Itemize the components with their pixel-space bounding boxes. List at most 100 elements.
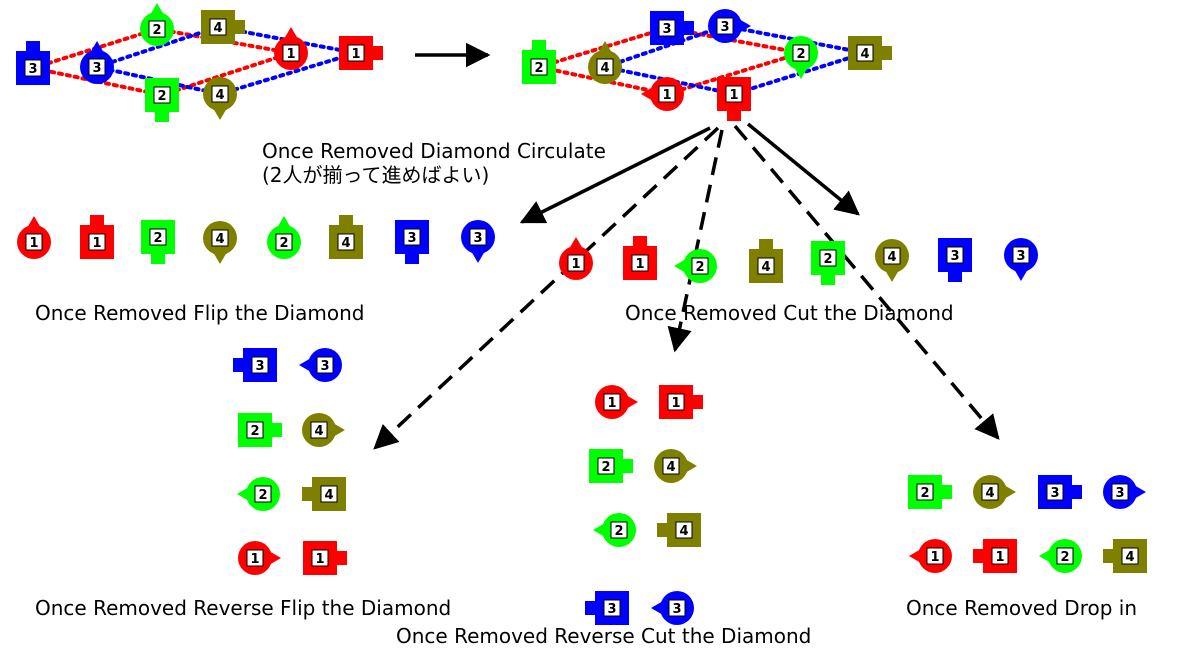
svg-text:2: 2: [157, 89, 166, 104]
svg-text:1: 1: [930, 550, 939, 565]
dancer-circle-1: 1: [641, 77, 684, 111]
dancer-square-2: 2: [238, 413, 282, 447]
dancer-circle-3: 3: [1004, 238, 1038, 281]
dancer-square-1: 1: [303, 541, 347, 575]
label-drop-in: Once Removed Drop in: [906, 596, 1137, 620]
svg-text:1: 1: [286, 47, 295, 62]
dancer-circle-4: 4: [203, 77, 237, 120]
svg-text:2: 2: [1060, 550, 1069, 565]
svg-text:2: 2: [279, 236, 288, 251]
arrow-to-drop-in: [733, 124, 1000, 440]
dancer-circle-2: 2: [237, 477, 280, 511]
svg-text:1: 1: [635, 257, 644, 272]
label-flip-the-diamond: Once Removed Flip the Diamond: [35, 301, 365, 325]
dancer-circle-4: 4: [654, 449, 697, 483]
svg-text:2: 2: [601, 460, 610, 475]
dancer-circle-2: 2: [784, 36, 818, 79]
svg-text:3: 3: [1016, 249, 1025, 264]
svg-text:2: 2: [695, 260, 704, 275]
dancer-circle-3: 3: [80, 41, 114, 84]
dancer-square-4: 4: [657, 513, 701, 547]
dancer-circle-1: 1: [595, 385, 638, 419]
svg-text:3: 3: [607, 602, 616, 617]
dancer-circle-3: 3: [299, 348, 342, 382]
dancer-circle-2: 2: [267, 216, 301, 259]
svg-text:3: 3: [1050, 486, 1059, 501]
dancer-circle-3: 3: [708, 9, 751, 43]
svg-text:3: 3: [407, 231, 416, 246]
arrow-to-flip: [519, 126, 711, 224]
svg-text:2: 2: [250, 424, 259, 439]
dancer-circle-2: 2: [674, 249, 717, 283]
dancer-circle-4: 4: [302, 413, 345, 447]
dancer-circle-1: 1: [274, 27, 308, 70]
svg-text:1: 1: [995, 550, 1004, 565]
svg-text:2: 2: [153, 231, 162, 246]
svg-text:1: 1: [607, 396, 616, 411]
svg-text:1: 1: [351, 47, 360, 62]
svg-text:1: 1: [29, 236, 38, 251]
svg-text:3: 3: [92, 61, 101, 76]
svg-text:3: 3: [320, 359, 329, 374]
dancer-circle-2: 2: [593, 513, 636, 547]
svg-text:4: 4: [666, 460, 675, 475]
svg-text:3: 3: [672, 602, 681, 617]
svg-text:4: 4: [213, 21, 222, 36]
dancer-circle-1: 1: [909, 539, 952, 573]
svg-text:4: 4: [679, 524, 688, 539]
dancer-circle-1: 1: [559, 237, 593, 280]
svg-text:4: 4: [1125, 550, 1134, 565]
svg-text:1: 1: [315, 552, 324, 567]
label-cut-the-diamond: Once Removed Cut the Diamond: [625, 301, 954, 325]
svg-text:1: 1: [662, 88, 671, 103]
svg-text:1: 1: [729, 88, 738, 103]
svg-text:1: 1: [250, 552, 259, 567]
svg-text:1: 1: [571, 257, 580, 272]
svg-text:2: 2: [796, 47, 805, 62]
dancer-square-2: 2: [811, 241, 845, 285]
label-diamond-circulate: Once Removed Diamond Circulate: [262, 139, 606, 163]
dancer-square-1: 1: [80, 215, 114, 259]
svg-text:2: 2: [258, 488, 267, 503]
svg-text:4: 4: [761, 260, 770, 275]
svg-text:3: 3: [1115, 486, 1124, 501]
dancer-circle-4: 4: [588, 41, 622, 84]
dancer-circle-3: 3: [651, 591, 694, 625]
svg-text:3: 3: [720, 20, 729, 35]
svg-text:2: 2: [823, 252, 832, 267]
dancer-circle-2: 2: [140, 3, 174, 46]
svg-text:4: 4: [215, 232, 224, 247]
dancer-circle-1: 1: [238, 541, 281, 575]
dancer-circle-4: 4: [875, 239, 909, 282]
svg-text:2: 2: [614, 524, 623, 539]
label-reverse-flip-the-diamond: Once Removed Reverse Flip the Diamond: [35, 596, 452, 620]
dancer-circle-4: 4: [203, 221, 237, 264]
svg-text:2: 2: [152, 23, 161, 38]
dancer-square-2: 2: [589, 449, 633, 483]
dancer-square-2: 2: [522, 40, 556, 84]
arrow-to-reverse-flip: [373, 126, 720, 450]
svg-text:3: 3: [473, 231, 482, 246]
svg-text:3: 3: [662, 22, 671, 37]
svg-text:3: 3: [255, 359, 264, 374]
dancer-square-4: 4: [749, 239, 783, 283]
dotted-path-blue-right: [603, 23, 866, 97]
dancer-square-2: 2: [145, 78, 179, 122]
svg-text:4: 4: [600, 61, 609, 76]
dancer-circle-4: 4: [973, 475, 1016, 509]
svg-text:4: 4: [860, 47, 869, 62]
dancer-square-1: 1: [659, 385, 703, 419]
dancer-square-3: 3: [1038, 475, 1082, 509]
dancer-square-3: 3: [585, 591, 629, 625]
dancer-circle-2: 2: [1039, 539, 1082, 573]
dancer-square-1: 1: [623, 236, 657, 280]
arrow-to-cut: [746, 122, 860, 216]
svg-text:4: 4: [215, 88, 224, 103]
svg-text:2: 2: [920, 486, 929, 501]
dancer-square-1: 1: [973, 539, 1017, 573]
label-reverse-cut-the-diamond: Once Removed Reverse Cut the Diamond: [396, 624, 812, 648]
dancer-square-2: 2: [141, 220, 175, 264]
dancer-square-4: 4: [302, 477, 346, 511]
label-circulate-note: (2人が揃って進めばよい): [262, 163, 490, 187]
